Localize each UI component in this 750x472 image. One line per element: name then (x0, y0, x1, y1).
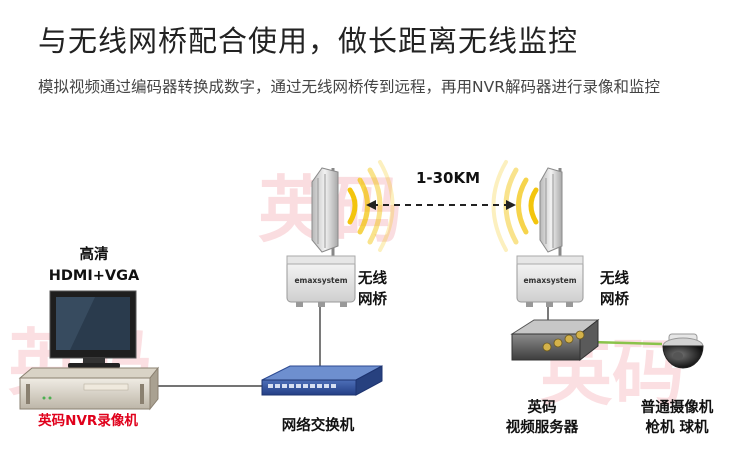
page-title: 与无线网桥配合使用，做长距离无线监控 (38, 24, 579, 58)
monitor-stand (68, 363, 120, 368)
server-label-line2: 视频服务器 (506, 418, 579, 436)
page-description: 模拟视频通过编码器转换成数字，通过无线网桥传到远程，再用NVR解码器进行录像和监… (38, 78, 660, 96)
camera-label-line1: 普通摄像机 (641, 398, 714, 416)
server-label-line1: 英码 (528, 398, 557, 416)
wireless-bridge-right[interactable]: emaxsystem (491, 160, 584, 307)
nvr-front-panel (19, 377, 151, 410)
nvr-recorder[interactable] (18, 366, 160, 411)
arrow-left-icon (366, 200, 376, 210)
network-switch[interactable] (261, 365, 383, 396)
arrow-right-icon (506, 200, 516, 210)
left-bridge-label-line1: 无线 (358, 269, 387, 287)
antenna-panel-right (539, 167, 563, 253)
camera-label-line2: 枪机 球机 (645, 418, 709, 436)
distance-label: 1-30KM (416, 169, 480, 187)
left-bridge-label-line2: 网桥 (358, 290, 387, 308)
signal-waves-right (491, 160, 539, 252)
bnc-connectors (542, 330, 585, 352)
hd-monitor[interactable] (49, 290, 137, 368)
monitor-label-line1: 高清 (80, 245, 109, 263)
monitor-label-line2: HDMI+VGA (49, 268, 140, 284)
nvr-label: 英码NVR录像机 (37, 412, 138, 429)
distance-arrow: 1-30KM (366, 169, 516, 210)
dome-camera[interactable] (662, 333, 704, 369)
camera-dome (662, 345, 704, 369)
right-bridge-label-line2: 网桥 (600, 290, 629, 308)
wireless-bridge-left[interactable]: emaxsystem (286, 160, 395, 307)
signal-waves-left (347, 160, 395, 252)
bridge-brand-left: emaxsystem (294, 276, 347, 285)
right-bridge-label-line1: 无线 (600, 269, 629, 287)
bridge-brand-right: emaxsystem (523, 276, 576, 285)
video-cable (589, 340, 663, 346)
video-server[interactable] (510, 318, 600, 362)
switch-label: 网络交换机 (282, 416, 355, 434)
